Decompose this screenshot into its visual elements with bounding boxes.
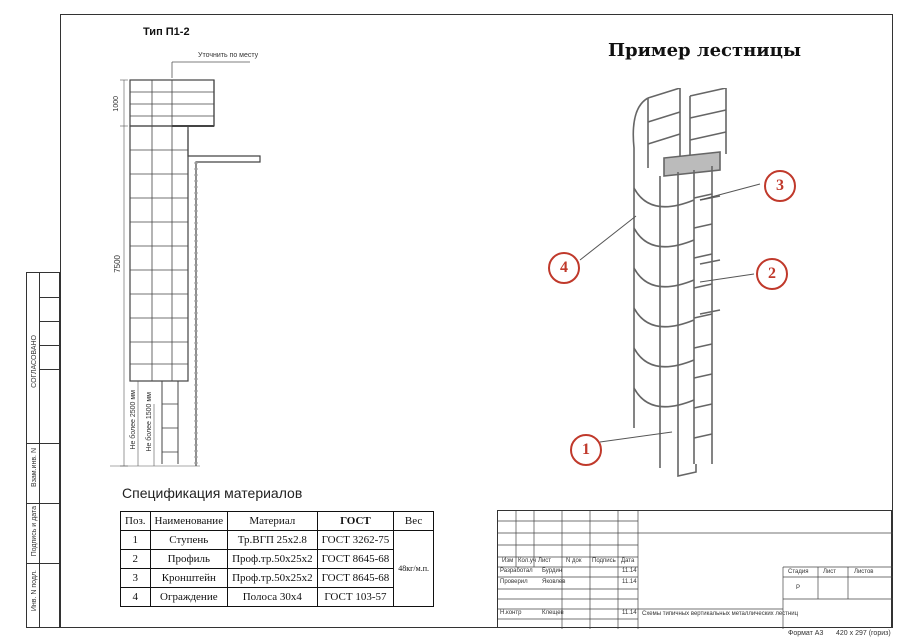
spec-cell-gost: ГОСТ 8645-68	[316, 568, 395, 588]
note-max-1500: Не более 1500 мм	[146, 392, 153, 452]
spec-cell-gost: ГОСТ 3262-75	[316, 530, 395, 550]
spec-cell-mass: 48кг/м.п.	[393, 530, 434, 607]
spec-cell-pos: 4	[120, 587, 151, 607]
callout-4: 4	[548, 252, 580, 284]
title-block-grid	[498, 511, 893, 629]
dim-total-7500: 7500	[113, 255, 122, 273]
sign-date-label: Подпись и дата	[31, 506, 38, 557]
size-label: 420 x 297 (гориз)	[836, 630, 891, 637]
spec-row: 2 Профиль Проф.тр.50х25х2 ГОСТ 8645-68	[120, 549, 434, 569]
spec-cell-material: Проф.тр.50х25х2	[227, 568, 318, 588]
spec-row: 4 Ограждение Полоса 30х4 ГОСТ 103-57	[120, 587, 434, 607]
stamp-col-izm: Изм	[502, 558, 514, 564]
spec-table: Поз. Наименование Материал ГОСТ Вес 1 Ст…	[120, 511, 434, 607]
spec-cell-name: Ограждение	[149, 587, 229, 607]
dim-top-1000: 1000	[113, 96, 120, 112]
stamp-listov: Листов	[854, 569, 874, 575]
ladder-3d-sketch	[632, 88, 727, 477]
spec-header-name: Наименование	[149, 511, 229, 531]
stamp-nkontr-name: Клещев	[542, 610, 564, 616]
spec-cell-pos: 1	[120, 530, 151, 550]
stamp-prover-label: Проверил	[500, 579, 528, 585]
stamp-doc-title: Схемы типичных вертикальных металлически…	[642, 611, 799, 617]
format-label: Формат А3	[788, 630, 824, 637]
type-label: Тип П1-2	[143, 26, 190, 38]
stamp-stadia: Стадия	[788, 569, 809, 575]
inv-orig-label: Инв. N подл.	[31, 570, 38, 612]
callout-3: 3	[764, 170, 796, 202]
callout-1: 1	[570, 434, 602, 466]
spec-cell-pos: 3	[120, 568, 151, 588]
stamp-list: Лист	[823, 569, 837, 575]
stamp-nkontr-date: 11.14	[622, 610, 637, 616]
stamp-razrab-name: Бурдин	[542, 568, 563, 574]
agreed-label: СОГЛАСОВАНО	[31, 335, 38, 388]
stamp-col-podp: Подпись	[592, 558, 616, 564]
stamp-col-koluch: Кол.уч	[518, 558, 536, 564]
stamp-stadia-value: Р	[796, 585, 801, 591]
inv-replace-label: Взам.инв. N	[31, 448, 38, 487]
note-max-2500: Не более 2500 мм	[130, 390, 137, 450]
spec-header-row: Поз. Наименование Материал ГОСТ Вес	[120, 511, 434, 531]
spec-title: Спецификация материалов	[122, 485, 303, 501]
example-title: Пример лестницы	[608, 40, 801, 61]
stamp-nkontr-label: Н.контр	[500, 610, 522, 616]
callout-2: 2	[756, 258, 788, 290]
spec-header-gost: ГОСТ	[316, 511, 395, 531]
stamp-razrab-date: 11.14	[622, 568, 637, 574]
spec-cell-material: Полоса 30х4	[227, 587, 318, 607]
spec-row: 3 Кронштейн Проф.тр.50х25х2 ГОСТ 8645-68	[120, 568, 434, 588]
spec-header-weight: Вес	[393, 511, 434, 531]
stamp-col-list: Лист	[538, 558, 552, 564]
spec-cell-gost: ГОСТ 8645-68	[316, 549, 395, 569]
approval-side-block	[26, 272, 61, 628]
stamp-prover-date: 11.14	[622, 579, 637, 585]
spec-cell-material: Проф.тр.50х25х2	[227, 549, 318, 569]
spec-cell-name: Ступень	[149, 530, 229, 550]
spec-row: 1 Ступень Тр.ВГП 25х2.8 ГОСТ 3262-75 48к…	[120, 530, 434, 607]
spec-cell-name: Профиль	[149, 549, 229, 569]
callout-leaders	[579, 183, 761, 443]
roof-note: Уточнить по месту	[198, 52, 259, 59]
spec-header-pos: Поз.	[120, 511, 151, 531]
spec-cell-gost: ГОСТ 103-57	[316, 587, 395, 607]
spec-cell-pos: 2	[120, 549, 151, 569]
stamp-col-ndok: N док	[566, 558, 582, 564]
stamp-prover-name: Яковлев	[542, 579, 566, 585]
spec-header-material: Материал	[227, 511, 318, 531]
stamp-col-data: Дата	[621, 558, 635, 564]
ladder-elevation-drawing	[110, 61, 261, 467]
title-block: Изм Кол.уч Лист N док Подпись Дата Разра…	[497, 510, 893, 629]
stamp-razrab-label: Разработал	[500, 568, 533, 574]
spec-cell-material: Тр.ВГП 25х2.8	[227, 530, 318, 550]
spec-cell-name: Кронштейн	[149, 568, 229, 588]
